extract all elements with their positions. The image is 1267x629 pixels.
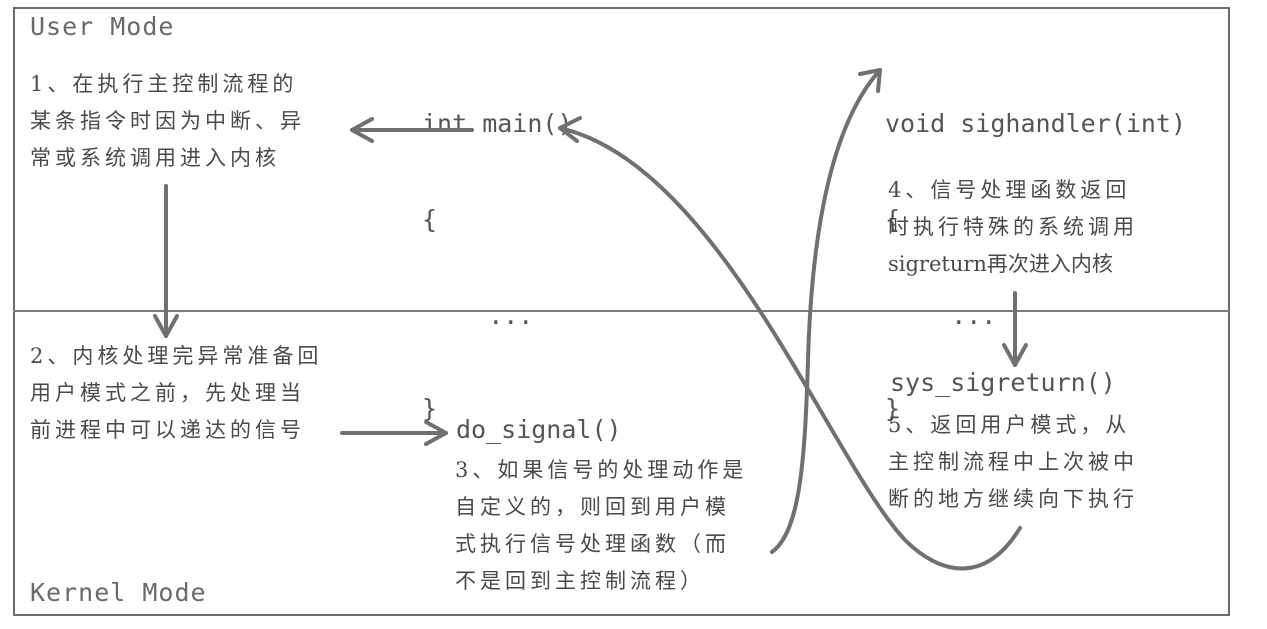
step4-line: 4、信号处理函数返回 [888, 178, 1131, 202]
main-code-block: int main() { ... } [422, 44, 573, 457]
step4-line: sigreturn再次进入内核 [888, 252, 1113, 276]
step3-line: 3、如果信号的处理动作是 [455, 458, 748, 482]
step4-line: 时执行特殊的系统调用 [888, 215, 1138, 239]
step3-line: 式执行信号处理函数（而 [455, 532, 730, 556]
step1-line: 常或系统调用进入内核 [30, 146, 280, 170]
sighandler-line: ... [891, 301, 997, 330]
kernel-mode-label: Kernel Mode [30, 578, 207, 607]
sys-sigreturn-label: sys_sigreturn() [890, 368, 1116, 397]
step2-line: 2、内核处理完异常准备回 [30, 344, 323, 368]
step5-note: 5、返回用户模式，从 主控制流程中上次被中 断的地方继续向下执行 [888, 407, 1138, 518]
main-line: ... [428, 301, 534, 330]
step5-line: 5、返回用户模式，从 [888, 413, 1131, 437]
user-mode-label: User Mode [30, 12, 175, 41]
step2-note: 2、内核处理完异常准备回 用户模式之前，先处理当 前进程中可以递达的信号 [30, 338, 322, 449]
do-signal-label: do_signal() [456, 415, 622, 444]
step3-line: 不是回到主控制流程） [455, 569, 705, 593]
step2-line: 用户模式之前，先处理当 [30, 381, 305, 405]
step5-line: 断的地方继续向下执行 [888, 487, 1138, 511]
step3-line: 自定义的，则回到用户模 [455, 495, 730, 519]
main-line: { [422, 205, 438, 234]
step5-line: 主控制流程中上次被中 [888, 450, 1138, 474]
step1-line: 1、在执行主控制流程的 [30, 72, 298, 96]
main-line: } [422, 394, 438, 423]
step2-line: 前进程中可以递达的信号 [30, 418, 305, 442]
step1-note: 1、在执行主控制流程的 某条指令时因为中断、异 常或系统调用进入内核 [30, 66, 305, 177]
main-line: int main() [422, 109, 573, 138]
step4-note: 4、信号处理函数返回 时执行特殊的系统调用 sigreturn再次进入内核 [888, 172, 1138, 283]
step1-line: 某条指令时因为中断、异 [30, 109, 305, 133]
step3-note: 3、如果信号的处理动作是 自定义的，则回到用户模 式执行信号处理函数（而 不是回… [455, 452, 747, 600]
sighandler-line: void sighandler(int) [885, 109, 1187, 138]
